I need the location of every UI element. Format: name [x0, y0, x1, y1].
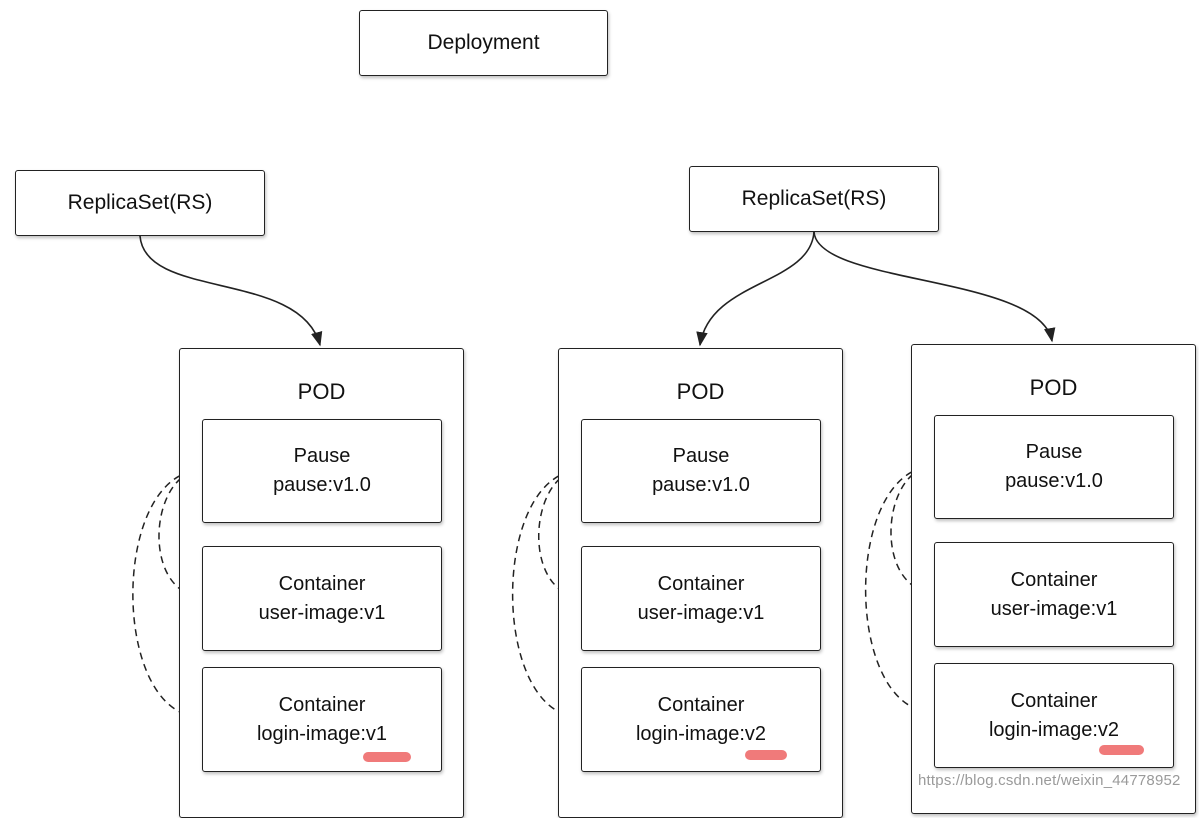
- container-name: Container: [657, 572, 745, 595]
- rs2-to-pod3-arrow: [813, 231, 1056, 343]
- container-name: Container: [1010, 568, 1098, 591]
- user-container: Container user-image:v1: [934, 542, 1174, 647]
- pause-name: Pause: [672, 445, 730, 467]
- version-highlight-mark: [1099, 745, 1144, 755]
- pod-node-3: POD Pause pause:v1.0 Container user-imag…: [911, 344, 1196, 814]
- replicaset-node-1: ReplicaSet(RS): [15, 170, 265, 236]
- pause-container: Pause pause:v1.0: [934, 415, 1174, 519]
- pause-container: Pause pause:v1.0: [581, 419, 821, 523]
- container-name: Container: [278, 693, 366, 716]
- pod-node-2: POD Pause pause:v1.0 Container user-imag…: [558, 348, 843, 818]
- version-highlight-mark: [363, 752, 411, 762]
- container-image: user-image:v1: [637, 601, 765, 624]
- user-container: Container user-image:v1: [581, 546, 821, 651]
- pause-image: pause:v1.0: [273, 474, 371, 496]
- container-image: login-image:v2: [988, 718, 1120, 741]
- pause-image: pause:v1.0: [652, 474, 750, 496]
- pause-name: Pause: [293, 445, 351, 467]
- container-image: login-image:v2: [635, 722, 767, 745]
- deployment-node: Deployment: [359, 10, 608, 76]
- container-name: Container: [657, 693, 745, 716]
- pod-title: POD: [676, 379, 725, 404]
- deployment-label: Deployment: [427, 31, 540, 54]
- container-image: user-image:v1: [990, 597, 1118, 620]
- pod-title: POD: [297, 379, 346, 404]
- pod-node-1: POD Pause pause:v1.0 Container user-imag…: [179, 348, 464, 818]
- container-image: user-image:v1: [258, 601, 386, 624]
- rs1-to-pod1-arrow: [139, 235, 323, 347]
- watermark-text: https://blog.csdn.net/weixin_44778952: [918, 772, 1181, 789]
- user-container: Container user-image:v1: [202, 546, 442, 651]
- version-highlight-mark: [745, 750, 787, 760]
- pause-name: Pause: [1025, 441, 1083, 463]
- container-name: Container: [278, 572, 366, 595]
- pod-title: POD: [1029, 375, 1078, 400]
- replicaset-label: ReplicaSet(RS): [67, 191, 213, 214]
- pause-image: pause:v1.0: [1005, 470, 1103, 492]
- rs2-to-pod2-arrow: [696, 231, 815, 347]
- replicaset-node-2: ReplicaSet(RS): [689, 166, 939, 232]
- container-image: login-image:v1: [256, 722, 388, 745]
- container-name: Container: [1010, 689, 1098, 712]
- pause-container: Pause pause:v1.0: [202, 419, 442, 523]
- replicaset-label: ReplicaSet(RS): [741, 187, 887, 210]
